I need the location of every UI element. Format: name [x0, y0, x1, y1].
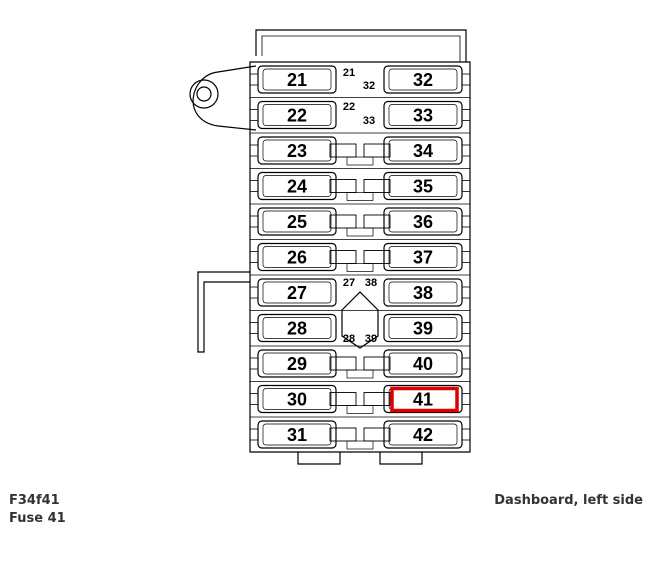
fuse-connector [329, 250, 357, 264]
fuse-number-right: 38 [413, 283, 433, 303]
fuse-number-right: 39 [413, 319, 433, 339]
fuse-number-right: 32 [413, 70, 433, 90]
fuse-connector [363, 356, 391, 371]
fuse-connector [329, 214, 357, 229]
center-fuse-label: 21 [343, 67, 355, 79]
highlighted-fuse-marker [390, 386, 459, 413]
fuse-number-left: 24 [287, 177, 307, 197]
fuse-connector [363, 179, 391, 193]
fuse-connector [329, 427, 357, 442]
fuse-number-right: 33 [413, 106, 433, 126]
center-fuse-label: 33 [363, 115, 375, 127]
location-label: Dashboard, left side [494, 493, 643, 508]
fuse-number-left: 30 [287, 390, 307, 410]
center-fuse-label: 28 [343, 333, 355, 345]
fuse-number-right: 34 [413, 141, 433, 161]
fuse-number-right: 36 [413, 212, 433, 232]
fuse-number-left: 21 [287, 70, 307, 90]
diagram-code: F34f41 [9, 493, 60, 508]
fuse-number-right: 40 [413, 354, 433, 374]
fuse-number-left: 27 [287, 283, 307, 303]
fuse-number-right: 41 [413, 390, 433, 410]
center-fuse-label: 32 [363, 80, 375, 92]
fuse-box-body [249, 61, 471, 453]
center-fuse-label: 27 [343, 277, 355, 289]
fuse-connector [329, 356, 357, 371]
fuse-connector [363, 214, 391, 229]
fuse-number-left: 22 [287, 106, 307, 126]
center-fuse-label: 38 [365, 277, 377, 289]
fuse-number-left: 31 [287, 425, 307, 445]
fuse-number-left: 25 [287, 212, 307, 232]
fuse-connector [363, 250, 391, 264]
center-fuse-label: 22 [343, 101, 355, 113]
center-fuse-label: 39 [365, 333, 377, 345]
fuse-number-right: 42 [413, 425, 433, 445]
fuse-label: Fuse 41 [9, 511, 66, 526]
mounting-hole [189, 79, 219, 109]
fuse-number-right: 37 [413, 248, 433, 268]
fuse-number-left: 28 [287, 319, 307, 339]
fuse-connector [329, 143, 357, 158]
fuse-connector [329, 392, 357, 406]
center-hexagon [341, 291, 379, 349]
mounting-ear [192, 65, 257, 131]
fuse-connector [363, 143, 391, 158]
fuse-number-left: 29 [287, 354, 307, 374]
fuse-box-diagram: 21 32 22 33 23 34 24 35 25 36 26 37 27 38 28 39 29 40 30 41… [189, 29, 471, 465]
side-bracket [197, 271, 250, 353]
fuse-connector [329, 179, 357, 193]
fuse-number-right: 35 [413, 177, 433, 197]
fuse-box-top-cap [255, 29, 467, 62]
fuse-number-left: 26 [287, 248, 307, 268]
fuse-connector [363, 427, 391, 442]
fuse-number-left: 23 [287, 141, 307, 161]
fuse-connector [363, 392, 391, 406]
